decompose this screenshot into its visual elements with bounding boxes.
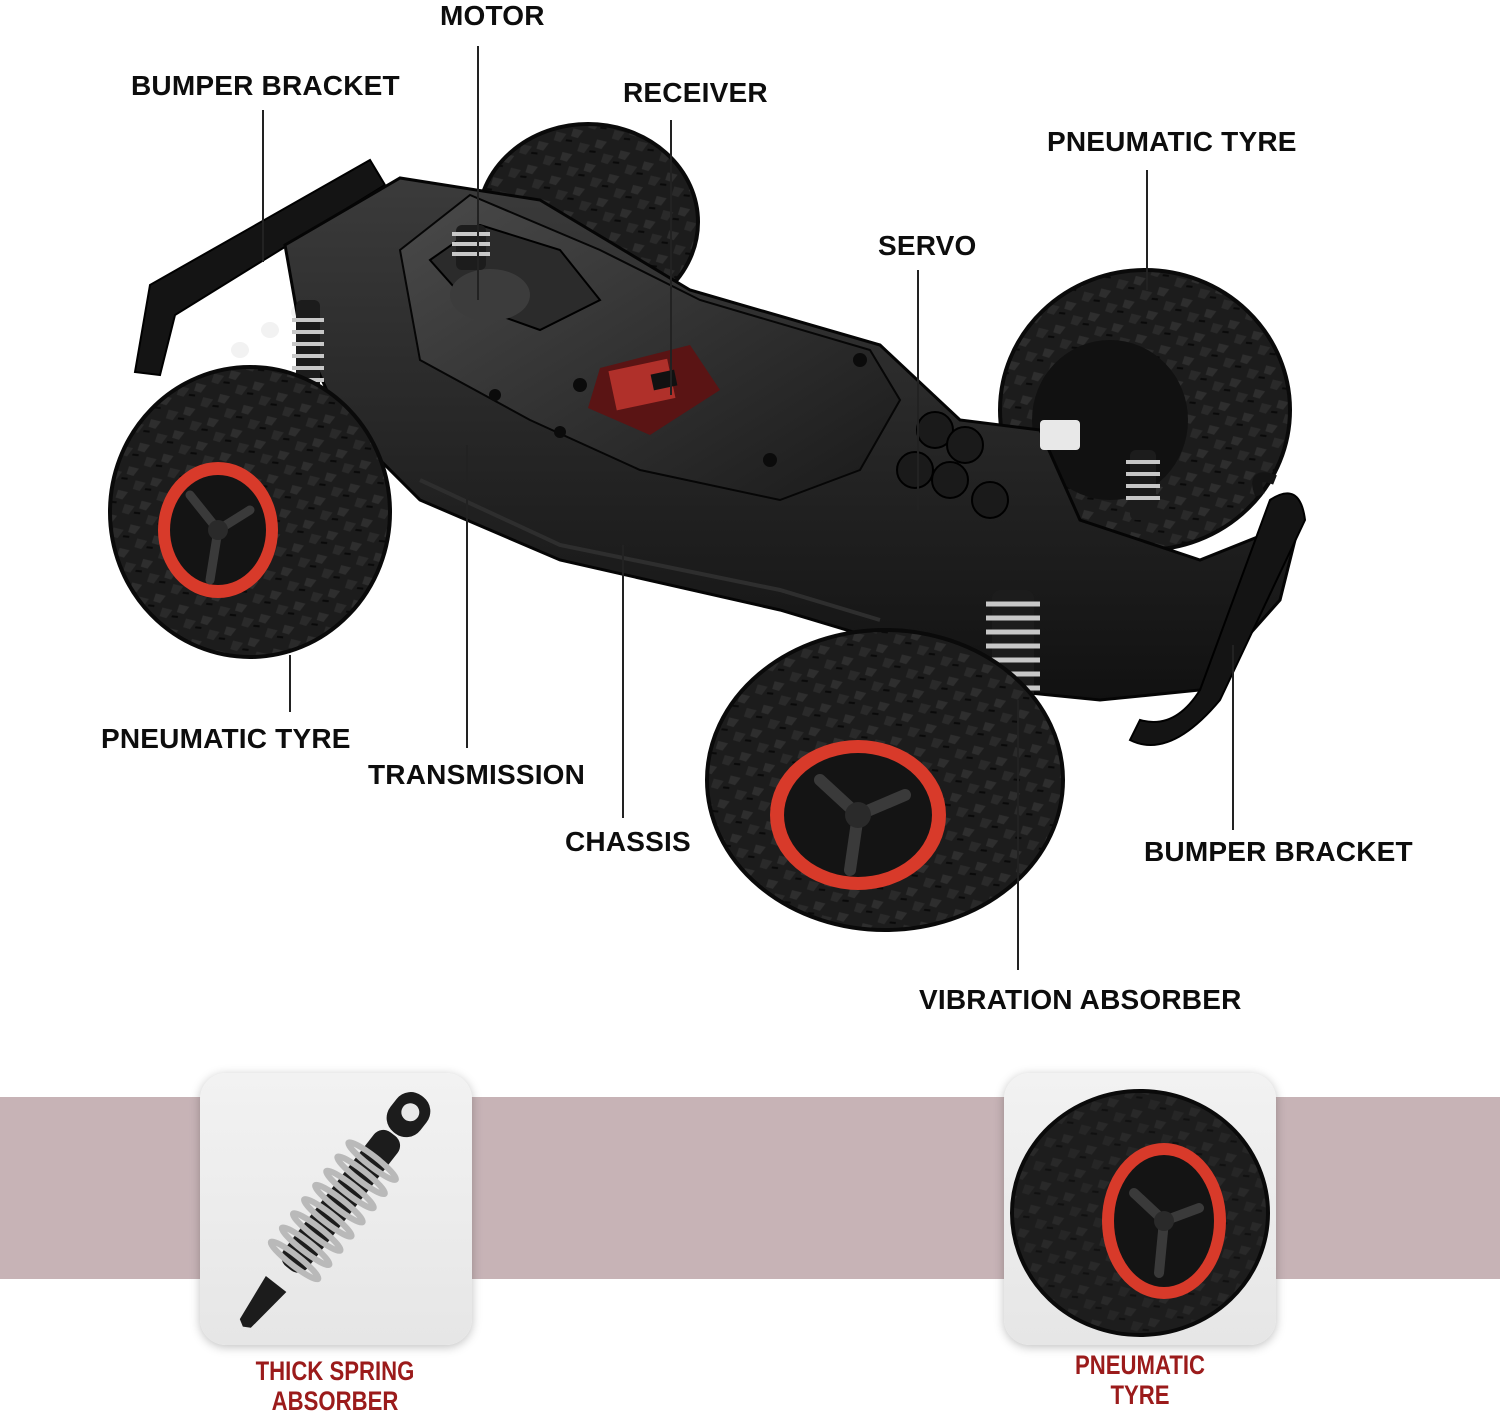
leader-lines [262,46,1234,970]
tyre-detail-image [1010,1089,1270,1337]
label-bumper-bracket-rear: BUMPER BRACKET [131,70,400,101]
servo-housing [896,411,1009,519]
spring-absorber-image [239,1092,431,1328]
label-motor: MOTOR [440,0,545,31]
bumper-bracket-front [1128,472,1307,746]
caption-absorber-line1: THICK SPRING [255,1356,415,1386]
caption-tyre-line1: PNEUMATIC [1075,1350,1205,1380]
label-chassis: CHASSIS [565,826,691,857]
detail-card-tyre [1004,1073,1276,1345]
chassis-body [283,176,1303,702]
caption-thick-spring-absorber: THICK SPRING ABSORBER [233,1356,438,1416]
label-transmission: TRANSMISSION [368,759,586,790]
label-servo: SERVO [878,230,977,261]
label-pneumatic-tyre-front-left: PNEUMATIC TYRE [101,723,351,754]
caption-pneumatic-tyre: PNEUMATIC TYRE [1038,1350,1243,1410]
label-receiver: RECEIVER [623,77,768,108]
tyre-front-right [705,628,1065,932]
tyre-front-left [108,365,392,659]
label-pneumatic-tyre-rear-right: PNEUMATIC TYRE [1047,126,1297,157]
label-vibration-absorber: VIBRATION ABSORBER [919,984,1242,1015]
caption-absorber-line2: ABSORBER [271,1386,399,1416]
label-bumper-bracket-front: BUMPER BRACKET [1144,836,1413,867]
tyre-right [998,268,1292,552]
caption-tyre-line2: TYRE [1110,1380,1170,1410]
detail-card-absorber [200,1073,472,1345]
